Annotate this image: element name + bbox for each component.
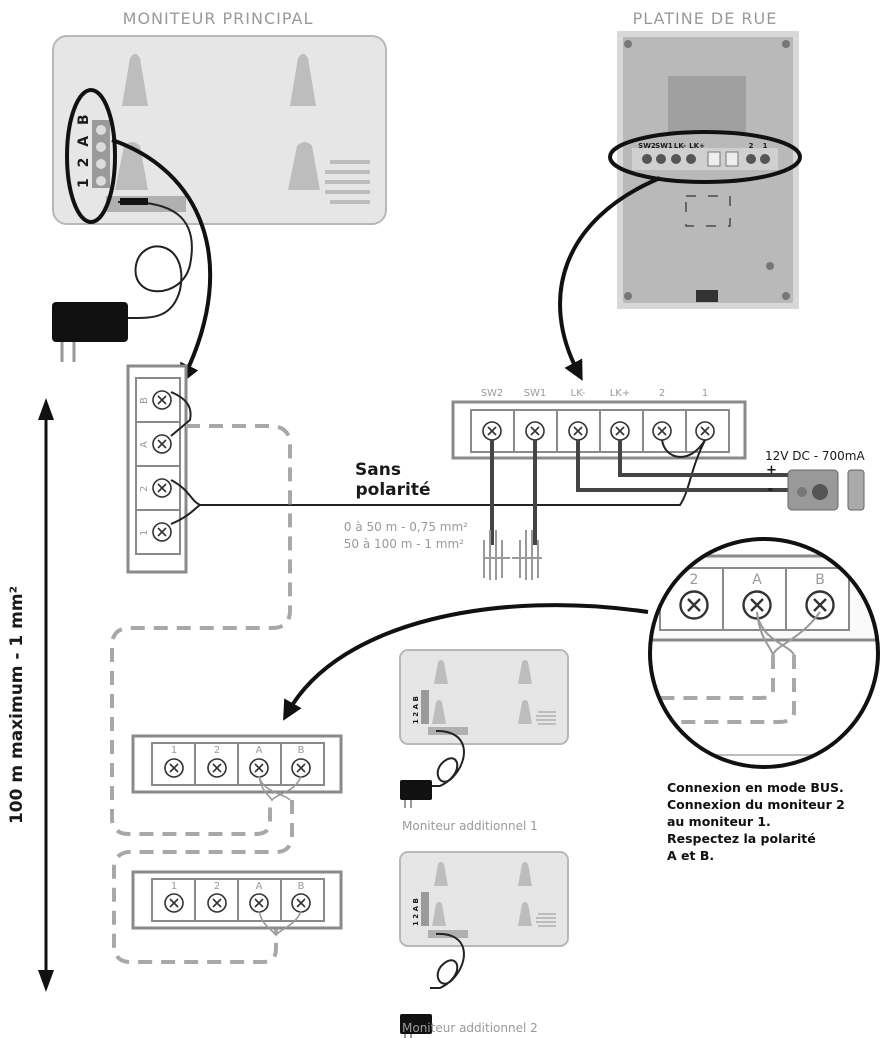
panel-label-lkp: LK+ [689, 142, 705, 150]
additional-terminal-block-2: 1 2 A B [131, 870, 343, 937]
zoom-label-a: A [752, 572, 762, 588]
main-monitor-terminal-labels: 1 2 A B [76, 111, 92, 188]
panel-label-2: 2 [749, 142, 754, 150]
bus-note-line: Respectez la polarité [667, 831, 816, 846]
bus-note-line: au moniteur 1. [667, 814, 771, 829]
add-tb1-label-1: 1 [171, 745, 177, 756]
additional-monitor-1: 1 2 A B [399, 649, 569, 808]
distance-label: 100 m maximum - 1 mm² [7, 586, 27, 824]
street-tb-label-lkp: LK+ [610, 388, 631, 399]
add-tb1-label-2: 2 [214, 745, 220, 756]
bus-note: Connexion en mode BUS. Connexion du moni… [667, 780, 845, 863]
street-panel: SW2 SW1 LK- LK+ 2 1 [608, 31, 802, 309]
door-lock-icon [787, 469, 865, 511]
additional-monitor-2: 1 2 A B [399, 851, 569, 1038]
street-panel-terminal-highlight [608, 130, 802, 184]
main-monitor: 1 2 A B [52, 35, 387, 225]
bus-note-line: Connexion en mode BUS. [667, 780, 844, 795]
add-monitor-2-side-label: 1 2 A B [412, 898, 420, 926]
bus-dashed-line [110, 424, 292, 836]
panel-label-sw2: SW2 [638, 142, 656, 150]
zoom-label-b: B [815, 572, 825, 588]
street-panel-title: PLATINE DE RUE [633, 9, 778, 28]
zoom-detail: 2 A B [648, 537, 880, 769]
main-monitor-title: MONITEUR PRINCIPAL [123, 9, 314, 28]
cable-spec-2: 50 à 100 m - 1 mm² [344, 537, 464, 551]
no-polarity-label-line2: polarité [355, 480, 430, 500]
street-tb-label-lkm: LK- [571, 388, 586, 399]
add-tb2-label-1: 1 [171, 881, 177, 892]
add-tb1-label-a: A [256, 745, 263, 756]
street-tb-label-sw1: SW1 [524, 388, 547, 399]
panel-label-sw1: SW1 [655, 142, 673, 150]
lock-plus-label: + [766, 463, 777, 478]
bus-note-line: A et B. [667, 848, 714, 863]
additional-terminal-block-1: 1 2 A B [131, 734, 343, 802]
add-monitor-1-side-label: 1 2 A B [412, 696, 420, 724]
add-tb1-label-b: B [298, 745, 305, 756]
add-tb2-label-b: B [298, 881, 305, 892]
add-tb2-label-a: A [256, 881, 263, 892]
push-button-icon [483, 530, 542, 580]
distance-arrow [38, 398, 54, 992]
main-terminal-block: B A 2 1 [126, 364, 188, 574]
zoom-label-2: 2 [690, 572, 699, 588]
street-tb-label-sw2: SW2 [481, 388, 504, 399]
additional-monitor-1-caption: Moniteur additionnel 1 [402, 819, 538, 833]
main-tb-label-a: A [139, 441, 150, 448]
arrow-panel-to-terminal [558, 176, 661, 381]
no-polarity-label-line1: Sans [355, 460, 401, 480]
add-tb2-label-2: 2 [214, 881, 220, 892]
main-monitor-terminal-highlight [65, 88, 117, 224]
panel-label-1: 1 [763, 142, 768, 150]
bus-dashed-line [112, 800, 294, 964]
arrow-main-to-terminal [111, 138, 213, 385]
street-tb-label-2: 2 [659, 388, 665, 399]
bus-note-line: Connexion du moniteur 2 [667, 797, 845, 812]
main-tb-label-b: B [139, 397, 150, 404]
speaker-grille-icon [325, 160, 370, 204]
power-adapter-icon [52, 198, 193, 362]
lock-minus-label: - [767, 480, 773, 498]
main-tb-label-2: 2 [139, 486, 150, 492]
lock-power-label: 12V DC - 700mA [765, 449, 865, 463]
arrow-zoom-to-additional [283, 603, 649, 721]
street-tb-label-1: 1 [702, 388, 708, 399]
cable-spec-1: 0 à 50 m - 0,75 mm² [344, 520, 468, 534]
main-tb-label-1: 1 [139, 530, 150, 536]
additional-monitor-2-caption: Moniteur additionnel 2 [402, 1021, 538, 1035]
panel-label-lkm: LK- [674, 142, 686, 150]
